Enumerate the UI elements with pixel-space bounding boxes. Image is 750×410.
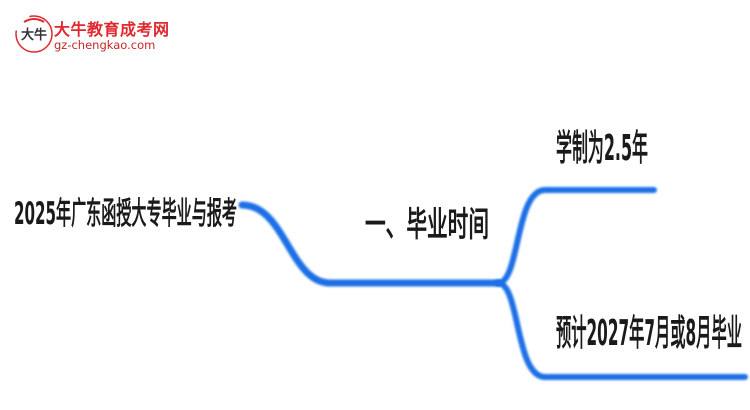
edge-branch-to-child-2 — [495, 280, 748, 380]
edge-root-to-branch — [238, 201, 502, 287]
branch-node-label: 一、毕业时间 — [365, 205, 489, 245]
edge-branch-to-child-1 — [495, 187, 657, 286]
logo-text: 大牛 — [21, 27, 47, 43]
brand-name: 大牛教育成考网 — [54, 20, 170, 39]
mindmap-edges — [238, 187, 748, 380]
child-node-label-2: 预计2027年7月或8月毕业 — [556, 313, 742, 354]
root-node-label: 2025年广东函授大专毕业与报考 — [14, 196, 237, 232]
brand-url: gz-chengkao.com — [54, 38, 156, 52]
child-node-label-1: 学制为2.5年 — [556, 127, 648, 169]
brand-watermark: 大牛 大牛教育成考网 gz-chengkao.com — [12, 12, 172, 56]
bull-logo-icon: 大牛 — [15, 15, 53, 53]
